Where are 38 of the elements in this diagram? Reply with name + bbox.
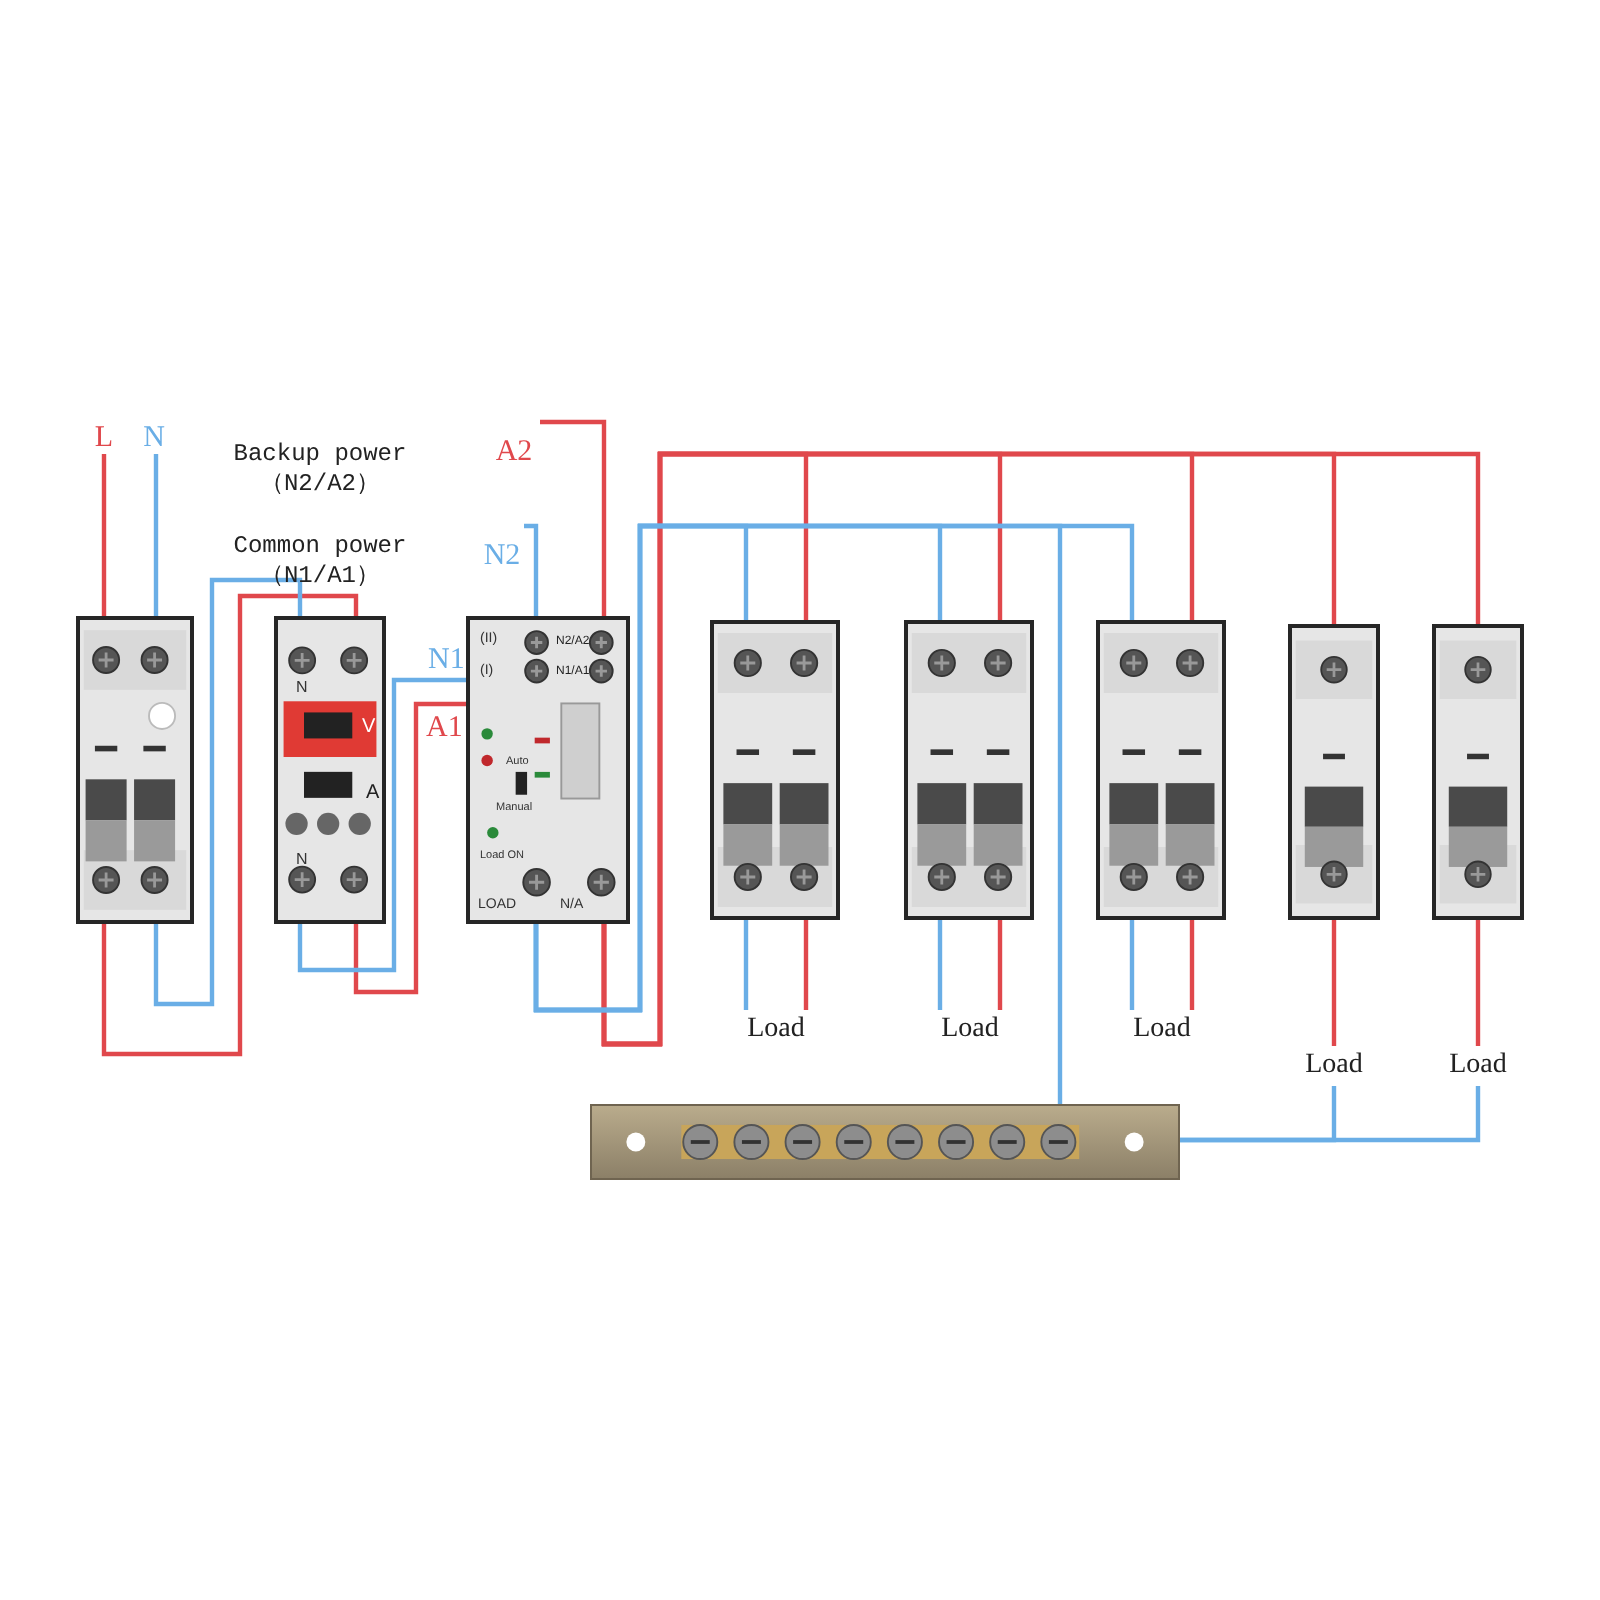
circuit-breaker-drawing [1432, 624, 1524, 920]
wire [601, 451, 1481, 1047]
circuit-breaker-drawing [710, 620, 840, 920]
wire [540, 419, 607, 616]
wire [1180, 1086, 1481, 1143]
wire [153, 577, 303, 1007]
wire [153, 454, 159, 616]
circuit-breaker-drawing [904, 620, 1034, 920]
wire [524, 523, 539, 616]
wire [101, 593, 359, 1057]
wire [101, 454, 107, 616]
unit-label: A [366, 784, 380, 804]
power-source-note: Backup power （N2/A2） [231, 440, 409, 500]
busbar-drawing [590, 1104, 1180, 1180]
terminal-label: N [296, 680, 308, 696]
circuit-breaker-drawing [1288, 624, 1380, 920]
power-source-note: Common power （N1/A1） [231, 532, 409, 592]
wire [533, 523, 1063, 1104]
wire [297, 677, 466, 973]
wire [1129, 920, 1135, 1010]
wire [743, 920, 749, 1010]
transfer-switch [466, 616, 630, 924]
circuit-breaker-drawing [76, 616, 194, 924]
wire [803, 920, 809, 1010]
wire-label: N2 [480, 524, 524, 572]
wire [937, 920, 943, 1010]
voltage-protector [274, 616, 386, 924]
circuit-breaker-drawing [1096, 620, 1226, 920]
wire-label: A2 [488, 408, 540, 468]
wire [1331, 920, 1337, 1046]
wire-label: L [88, 410, 120, 454]
unit-label: V [362, 718, 376, 738]
wire [353, 701, 466, 995]
wire-label: N [138, 410, 170, 454]
terminal-label: N [296, 852, 308, 868]
wire [1475, 920, 1481, 1046]
wire [1189, 920, 1195, 1010]
wire [997, 920, 1003, 1010]
